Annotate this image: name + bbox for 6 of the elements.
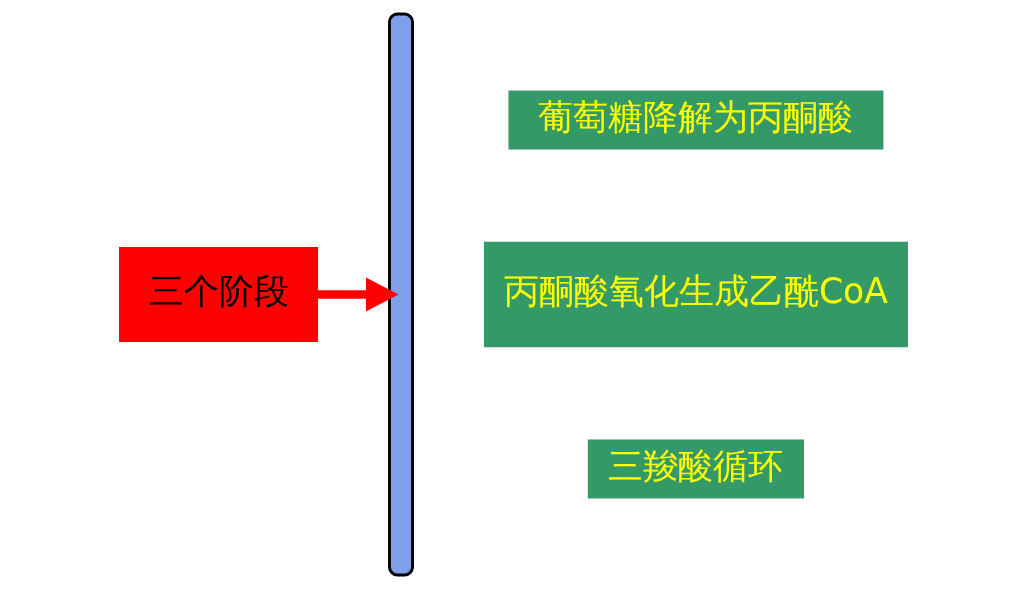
- node-box: 三个阶段: [119, 246, 319, 343]
- node-box: 丙酮酸氧化生成乙酰CoA: [483, 241, 908, 348]
- node-brace: [388, 12, 414, 577]
- arrow: [317, 277, 399, 312]
- node-box: 葡萄糖降解为丙酮酸: [508, 90, 884, 150]
- node-box: 三羧酸循环: [587, 439, 805, 499]
